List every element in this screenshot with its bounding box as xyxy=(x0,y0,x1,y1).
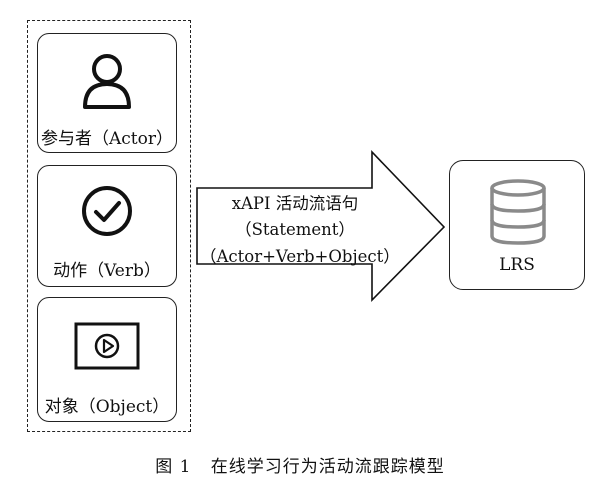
statement-components-group xyxy=(27,20,191,432)
database-icon xyxy=(490,179,546,245)
lrs-box: LRS xyxy=(449,160,585,290)
actor-label: 参与者（Actor） xyxy=(41,129,173,149)
person-icon xyxy=(83,54,131,109)
verb-label: 动作（Verb） xyxy=(53,261,161,281)
figure-caption: 图 1 在线学习行为活动流跟踪模型 xyxy=(155,457,445,477)
statement-subtitle: （Statement） xyxy=(235,220,355,239)
statement-formula: （Actor+Verb+Object） xyxy=(200,247,400,266)
verb-card: 动作（Verb） xyxy=(37,165,177,287)
actor-card: 参与者（Actor） xyxy=(37,33,177,153)
object-card: 对象（Object） xyxy=(37,297,177,422)
check-circle-icon xyxy=(82,186,132,236)
statement-arrow xyxy=(196,150,446,302)
lrs-label: LRS xyxy=(499,255,535,275)
video-play-icon xyxy=(74,322,140,370)
object-label: 对象（Object） xyxy=(44,397,170,417)
statement-title: xAPI 活动流语句 xyxy=(231,194,359,213)
